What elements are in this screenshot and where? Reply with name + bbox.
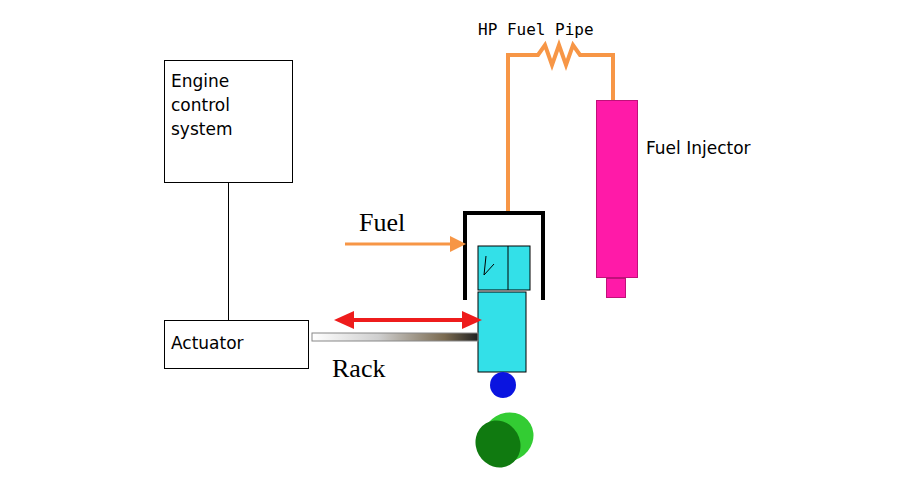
system-box: Engine control system	[164, 60, 293, 183]
injector-body	[596, 100, 638, 278]
pump-barrel	[465, 213, 543, 300]
pipe-label: HP Fuel Pipe	[478, 20, 594, 39]
connector	[228, 183, 229, 320]
rack-bar	[312, 333, 478, 341]
plunger-body	[478, 292, 526, 372]
box-label: Actuator	[171, 331, 306, 355]
rack-label: Rack	[332, 354, 385, 384]
fuel-injector: Fuel Injector	[596, 100, 776, 300]
system-box: Actuator	[164, 320, 309, 369]
rack-motion-arrow	[350, 318, 466, 322]
fuel-inlet-arrow	[345, 243, 452, 246]
injector-nozzle	[606, 278, 626, 298]
plunger-head	[478, 246, 530, 290]
roller	[490, 372, 516, 398]
part-label: Fuel Injector	[646, 136, 771, 160]
box-label: Engine control system	[171, 69, 290, 141]
fuel-label: Fuel	[359, 208, 405, 238]
